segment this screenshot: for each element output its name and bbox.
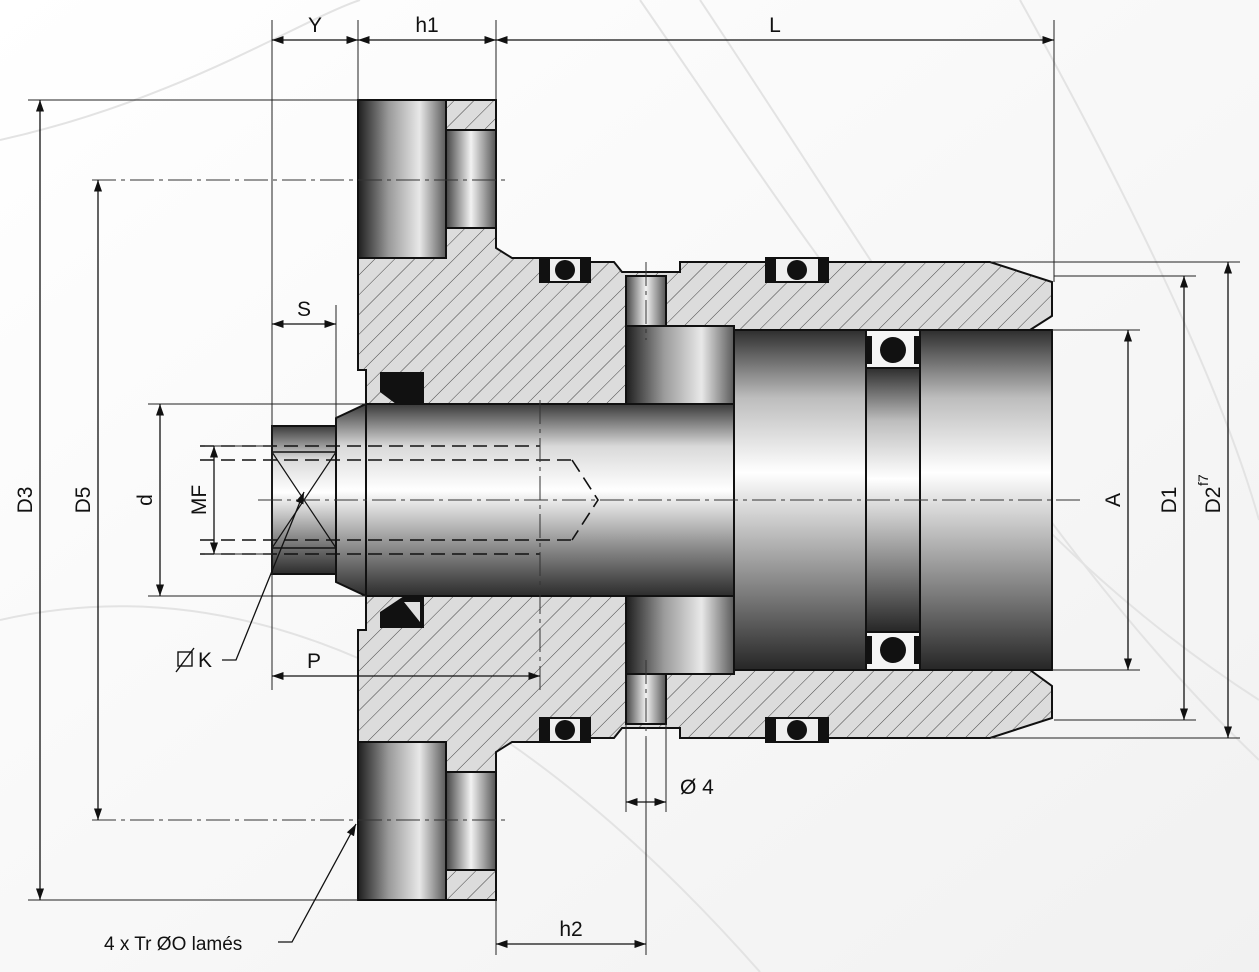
backup-ring	[766, 259, 776, 281]
piston-seal-edge	[914, 636, 920, 664]
internal-thread-hidden	[200, 445, 599, 555]
flange-lower-hatch-bottom	[445, 869, 497, 901]
backup-ring	[818, 259, 828, 281]
piston-seal-edge	[866, 336, 872, 364]
o-ring	[787, 260, 807, 280]
seals	[380, 257, 920, 743]
wrench-flat-symbol	[175, 647, 195, 673]
dim-D3-label: D3	[14, 487, 37, 514]
bolt-hole-lower	[357, 741, 447, 901]
o-ring	[555, 260, 575, 280]
dim-P-label: P	[307, 650, 321, 673]
dim-D2-tolerance: f7	[1195, 474, 1211, 486]
dim-L-label: L	[769, 14, 781, 37]
dim-MF-label: MF	[188, 485, 211, 515]
dim-K-label: K	[198, 649, 212, 672]
backup-ring	[540, 259, 550, 281]
dim-D5-label: D5	[72, 487, 95, 514]
dimension-labels: Y h1 L S P h2 Ø 4 D3 D5 d MF A D1 D2 f7 …	[14, 14, 1225, 955]
o-ring	[787, 720, 807, 740]
leader-K	[222, 491, 305, 661]
dim-S-label: S	[297, 298, 311, 321]
bolt-hole-upper	[357, 99, 447, 259]
backup-ring	[580, 719, 590, 741]
holes-callout: 4 x Tr ØO lamés	[104, 934, 242, 955]
counterbore-lower	[445, 771, 497, 871]
center-lines	[92, 179, 1080, 821]
dim-h2-label: h2	[559, 918, 582, 941]
dimension-lines	[35, 35, 1233, 949]
chamber-rear-upper	[625, 325, 735, 405]
backup-ring	[766, 719, 776, 741]
cylinder-body-section	[357, 99, 1053, 901]
piston-seal-edge	[866, 636, 872, 664]
leader-holes	[278, 823, 357, 943]
backup-ring	[540, 719, 550, 741]
piston-o-ring-lower	[880, 637, 906, 663]
dim-D2-label: D2	[1202, 487, 1225, 514]
dim-D1-label: D1	[1158, 487, 1181, 514]
dim-Y-label: Y	[308, 14, 322, 37]
dim-phi4-label: Ø 4	[680, 776, 714, 799]
piston-seal-edge	[914, 336, 920, 364]
flange-upper-hatch-top	[445, 99, 497, 131]
dim-h1-label: h1	[415, 14, 438, 37]
rod-wiper-seal-upper	[380, 372, 424, 404]
counterbore-upper	[445, 129, 497, 229]
o-ring	[555, 720, 575, 740]
piston-rod	[200, 402, 735, 598]
rod-wiper-seal-lower-lip	[404, 602, 420, 622]
chamber-rear-lower	[625, 595, 735, 675]
dim-d-label: d	[134, 494, 157, 506]
piston-o-ring-upper	[880, 337, 906, 363]
backup-ring	[580, 259, 590, 281]
dim-A-label: A	[1102, 493, 1125, 507]
backup-ring	[818, 719, 828, 741]
